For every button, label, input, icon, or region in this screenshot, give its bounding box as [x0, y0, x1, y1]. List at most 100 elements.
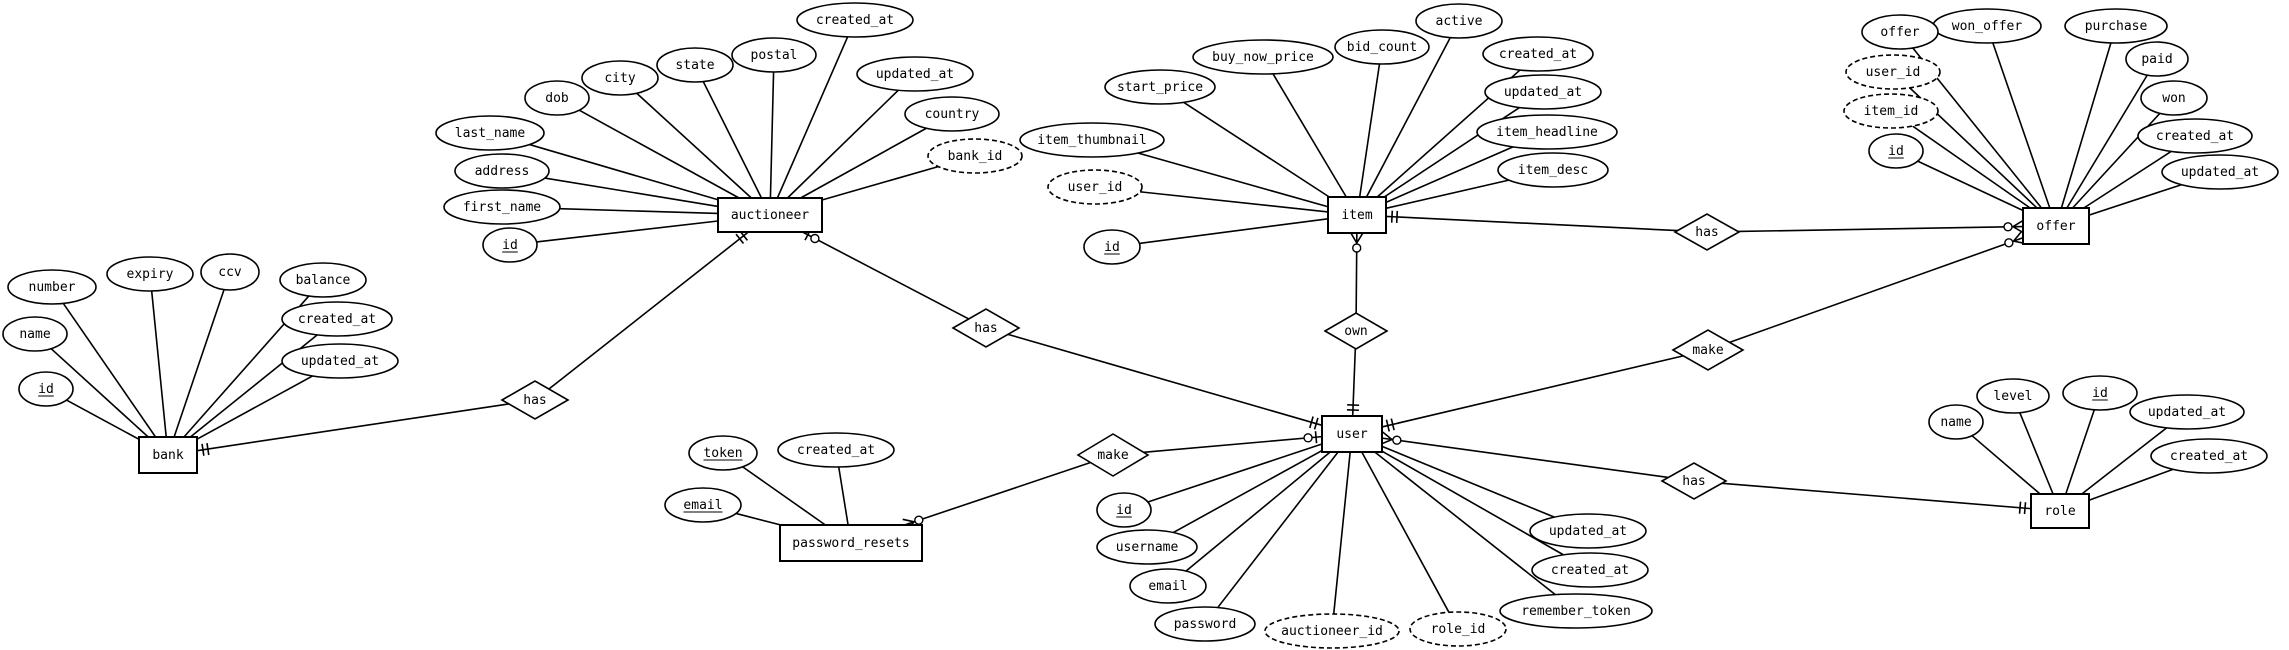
attribute-user-password: password: [1154, 606, 1256, 642]
attribute-connector: [769, 71, 775, 199]
cardinality-mark-one: [1308, 416, 1319, 430]
attribute-label: id: [2092, 386, 2108, 401]
attribute-password-resets-email: email: [664, 487, 742, 523]
attribute-connector: [1374, 451, 1556, 596]
attribute-label: id: [1888, 144, 1904, 159]
attribute-connector: [786, 89, 899, 199]
attribute-connector: [1385, 146, 1514, 204]
attribute-connector: [1183, 101, 1330, 198]
entity-bank: bank: [138, 436, 198, 474]
cardinality-mark-one: [1346, 403, 1360, 412]
attribute-label: last_name: [455, 126, 526, 141]
attribute-label: item_headline: [1496, 125, 1598, 140]
attribute-connector: [776, 36, 849, 199]
entity-label: auctioneer: [731, 208, 809, 223]
attribute-connector: [1272, 73, 1347, 198]
attribute-auctioneer-updated-at: updated_at: [856, 56, 974, 92]
cardinality-mark-zeroOne: [1303, 431, 1318, 444]
attribute-password-resets-token: token: [688, 435, 758, 471]
attribute-offer-purchase: purchase: [2064, 8, 2168, 44]
attribute-item-updated-at: updated_at: [1484, 74, 1602, 110]
attribute-label: offer: [1880, 25, 1919, 40]
relationship-item-offer: has: [1673, 213, 1741, 251]
attribute-connector: [1992, 42, 2051, 209]
attribute-item-active: active: [1415, 3, 1503, 39]
attribute-label: user_id: [1068, 180, 1123, 195]
entity-label: role: [2044, 504, 2075, 519]
attribute-connector: [837, 466, 849, 526]
attribute-label: id: [1104, 240, 1120, 255]
attribute-connector: [2088, 183, 2182, 216]
entity-label: bank: [152, 448, 183, 463]
attribute-item-id: id: [1083, 229, 1141, 265]
attribute-auctioneer-state: state: [656, 47, 734, 83]
attribute-label: token: [703, 446, 742, 461]
relationship-label: make: [1692, 343, 1723, 358]
attribute-label: expiry: [127, 267, 174, 282]
attribute-item-buy-now-price: buy_now_price: [1192, 39, 1334, 75]
attribute-item-item-thumbnail: item_thumbnail: [1019, 122, 1165, 158]
attribute-user-username: username: [1096, 529, 1198, 565]
attribute-connector: [1137, 152, 1329, 208]
entity-item: item: [1327, 196, 1387, 234]
entity-offer: offer: [2022, 207, 2090, 245]
attribute-auctioneer-country: country: [904, 96, 1000, 132]
attribute-connector: [1917, 160, 2024, 212]
attribute-connector: [1912, 125, 2031, 209]
attribute-connector: [536, 220, 719, 243]
attribute-role-name: name: [1928, 404, 1984, 440]
attribute-role-level: level: [1976, 378, 2050, 414]
cardinality-mark-one: [1390, 210, 1399, 223]
attribute-label: active: [1436, 14, 1483, 29]
attribute-user-id: id: [1096, 492, 1152, 528]
relationship-connector: [1738, 225, 2024, 233]
attribute-connector: [529, 143, 719, 201]
attribute-auctioneer-postal: postal: [731, 37, 817, 73]
attribute-label: state: [675, 58, 714, 73]
attribute-auctioneer-address: address: [454, 153, 550, 189]
attribute-connector: [1139, 191, 1329, 213]
attribute-label: email: [1148, 579, 1187, 594]
attribute-offer-won: won: [2140, 80, 2208, 116]
attribute-user-remember-token: remember_token: [1499, 593, 1653, 629]
entity-label: password_resets: [792, 536, 909, 551]
relationship-label: make: [1097, 448, 1128, 463]
attribute-connector: [821, 165, 939, 201]
attribute-label: first_name: [463, 200, 541, 215]
entity-role: role: [2030, 493, 2090, 529]
attribute-bank-name: name: [2, 316, 68, 352]
attribute-label: country: [925, 107, 980, 122]
attribute-offer-item-id: item_id: [1843, 93, 1939, 129]
attribute-auctioneer-id: id: [482, 227, 538, 263]
attribute-label: item_desc: [1518, 163, 1588, 178]
attribute-connector: [50, 348, 149, 438]
attribute-connector: [1172, 449, 1323, 534]
attribute-label: id: [1116, 503, 1132, 518]
attribute-label: won: [2162, 91, 2185, 106]
attribute-item-start-price: start_price: [1104, 69, 1216, 105]
attribute-connector: [2088, 468, 2174, 502]
attribute-label: ccv: [218, 265, 242, 280]
attribute-connector: [735, 512, 782, 526]
attribute-auctioneer-city: city: [581, 60, 659, 96]
attribute-connector: [1365, 37, 1451, 198]
attribute-label: name: [1940, 415, 1971, 430]
attribute-bank-balance: balance: [279, 262, 367, 298]
attribute-connector: [2019, 412, 2054, 495]
attribute-auctioneer-bank-id: bank_id: [927, 138, 1023, 174]
attribute-bank-updated-at: updated_at: [281, 343, 399, 379]
attribute-label: address: [475, 164, 530, 179]
attribute-connector: [702, 81, 763, 199]
attribute-label: created_at: [298, 312, 376, 327]
relationship-user-role: has: [1660, 462, 1728, 500]
attribute-connector: [1147, 443, 1323, 503]
attribute-label: balance: [296, 273, 351, 288]
relationship-connector: [1721, 482, 2032, 510]
attribute-user-updated-at: updated_at: [1529, 513, 1647, 549]
attribute-label: role_id: [1431, 622, 1486, 637]
attribute-password-resets-created-at: created_at: [777, 432, 895, 468]
relationship-connector: [1351, 348, 1357, 417]
entity-password-resets: password_resets: [779, 524, 923, 562]
attribute-label: updated_at: [301, 354, 379, 369]
attribute-label: user_id: [1866, 65, 1921, 80]
